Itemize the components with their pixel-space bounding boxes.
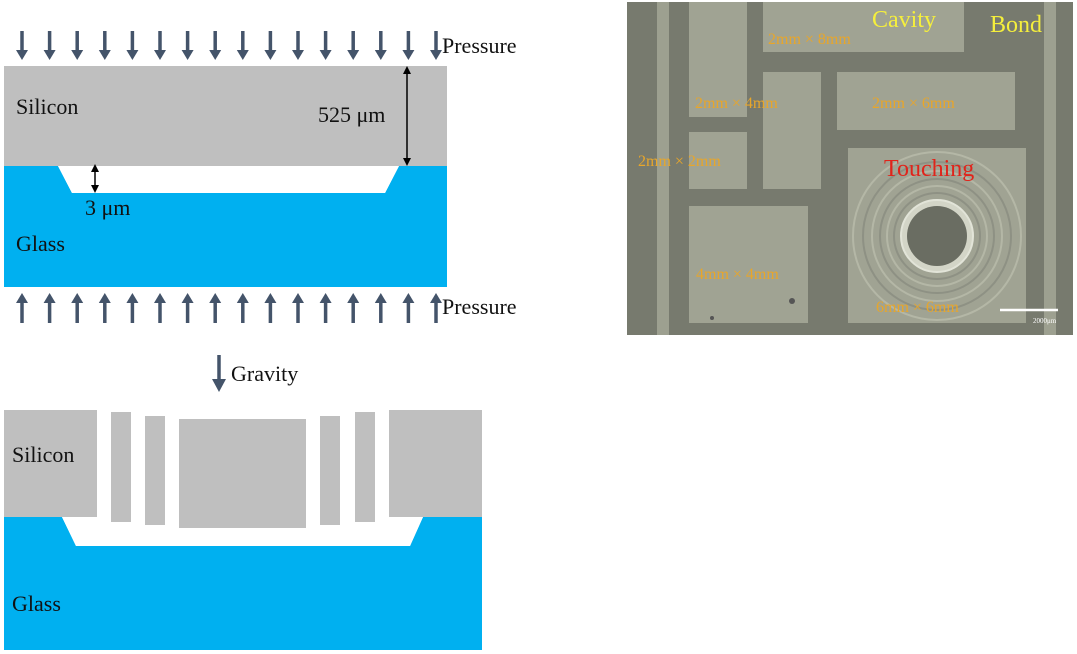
cavity-2x8 <box>689 2 747 117</box>
pressure-arrow-down-icon <box>181 31 194 60</box>
silicon-membrane-2x4 <box>145 416 165 525</box>
cavity-4x4 <box>689 206 808 323</box>
pressure-arrow-down-icon <box>347 31 360 60</box>
pressure-arrow-up-icon <box>292 293 304 323</box>
gravity-indicator: Gravity <box>212 355 298 392</box>
bond-stripe-left <box>657 2 669 335</box>
thickness-label: 525 μm <box>318 102 385 127</box>
size-label-2x8: 2mm × 8mm <box>768 31 851 48</box>
gravity-arrow-head <box>212 379 226 392</box>
pressure-arrow-up-icon <box>181 293 194 323</box>
touching-contact-area <box>907 206 967 266</box>
silicon-membrane-6x6 <box>179 419 306 528</box>
touching-rings <box>852 151 1022 321</box>
pressure-arrow-up-icon <box>43 293 56 323</box>
pressure-arrow-up-icon <box>71 293 84 323</box>
silicon-anchor-right <box>389 410 482 517</box>
bond-label: Bond <box>990 12 1042 38</box>
pressure-arrow-up-icon <box>319 293 332 323</box>
size-label-6x6: 6mm × 6mm <box>876 299 959 316</box>
top-schematic: Silicon Glass 525 μm 3 μm Pressure Press… <box>4 31 517 323</box>
pressure-arrows-bottom <box>16 293 442 323</box>
scale-bar-label: 2000μm <box>1033 317 1057 325</box>
cavity-label: Cavity <box>872 7 936 33</box>
pressure-arrow-up-icon <box>236 293 249 323</box>
pressure-arrow-down-icon <box>154 31 166 60</box>
glass-layer-bottom <box>4 517 482 650</box>
cavity-top <box>58 166 399 193</box>
glass-label-top: Glass <box>16 231 65 256</box>
pressure-arrow-up-icon <box>209 293 222 323</box>
silicon-membrane-2x6 <box>320 416 340 525</box>
size-label-2x6: 2mm × 6mm <box>872 95 955 112</box>
silicon-label-top: Silicon <box>16 94 78 119</box>
pressure-arrow-down-icon <box>71 31 84 60</box>
bottom-schematic: Silicon Glass <box>4 410 482 650</box>
size-label-2x4: 2mm × 4mm <box>695 95 778 112</box>
pressure-arrow-down-icon <box>236 31 249 60</box>
gravity-label: Gravity <box>231 361 298 386</box>
pressure-label-bottom: Pressure <box>442 294 517 319</box>
silicon-label-bottom: Silicon <box>12 442 74 467</box>
glass-label-bottom: Glass <box>12 591 61 616</box>
micrograph: Cavity Bond Touching 2mm × 8mm 2mm × 4mm… <box>627 2 1073 335</box>
size-label-2x2: 2mm × 2mm <box>638 153 721 170</box>
size-label-4x4: 4mm × 4mm <box>696 266 779 283</box>
silicon-anchor-left <box>4 410 97 517</box>
pressure-arrow-up-icon <box>374 293 387 323</box>
pressure-arrows-top <box>16 31 442 60</box>
glass-layer-top <box>4 166 447 287</box>
cavity-2x8-top <box>763 2 964 52</box>
gap-label: 3 μm <box>85 195 130 220</box>
pressure-arrow-down-icon <box>374 31 387 60</box>
pressure-arrow-up-icon <box>126 293 139 323</box>
pressure-label-top: Pressure <box>442 33 517 58</box>
silicon-membrane-2x2 <box>111 412 131 522</box>
silicon-membrane-2x8 <box>355 412 375 522</box>
pressure-arrow-down-icon <box>98 31 111 60</box>
pressure-arrow-down-icon <box>402 31 415 60</box>
silicon-layer-top <box>4 66 447 166</box>
touching-label: Touching <box>884 156 974 182</box>
pressure-arrow-up-icon <box>347 293 360 323</box>
cavity-2x4 <box>763 72 821 189</box>
pressure-arrow-down-icon <box>43 31 56 60</box>
pressure-arrow-down-icon <box>209 31 222 60</box>
cavity-2x2 <box>689 132 747 189</box>
pressure-arrow-up-icon <box>430 293 442 323</box>
cavity-2x6 <box>837 72 1015 130</box>
pressure-arrow-down-icon <box>319 31 332 60</box>
pressure-arrow-up-icon <box>98 293 111 323</box>
pressure-arrow-down-icon <box>430 31 442 60</box>
pressure-arrow-up-icon <box>154 293 166 323</box>
pressure-arrow-down-icon <box>264 31 277 60</box>
pressure-arrow-down-icon <box>292 31 304 60</box>
pressure-arrow-up-icon <box>264 293 277 323</box>
pressure-arrow-up-icon <box>16 293 28 323</box>
pressure-arrow-down-icon <box>16 31 28 60</box>
pressure-arrow-up-icon <box>402 293 415 323</box>
pressure-arrow-down-icon <box>126 31 139 60</box>
bond-stripe-right <box>1044 2 1056 335</box>
